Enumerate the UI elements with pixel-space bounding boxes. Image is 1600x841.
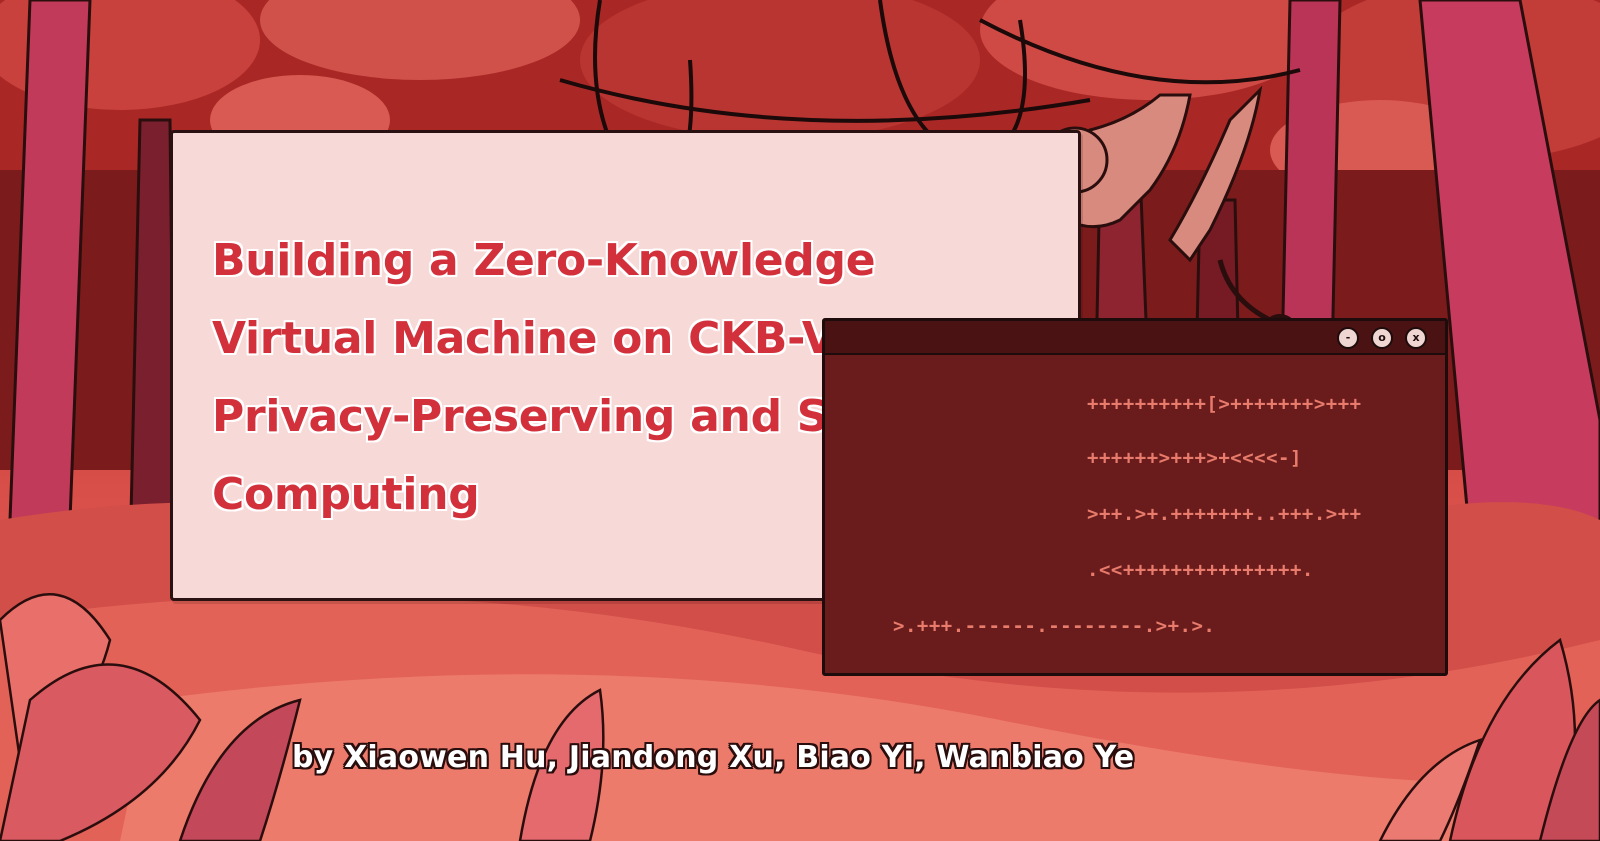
code-line: .<<+++++++++++++++. — [1087, 559, 1314, 581]
foreground-leaves — [0, 593, 1600, 841]
forest-path — [120, 674, 1600, 841]
author-byline: by Xiaowen Hu, Jiandong Xu, Biao Yi, Wan… — [292, 740, 1135, 775]
code-line: >.+++.------.--------.>+.>. — [893, 615, 1216, 637]
terminal-window: - o x ++++++++++[>+++++++>+++ ++++++>+++… — [822, 318, 1448, 676]
code-line: ++++++>+++>+<<<<-] — [1087, 447, 1302, 469]
code-line: ++++++++++[>+++++++>+++ — [1087, 393, 1362, 415]
terminal-titlebar: - o x — [825, 321, 1445, 355]
code-line: >++.>+.+++++++..+++.>++ — [1087, 503, 1362, 525]
maximize-button[interactable]: o — [1371, 327, 1393, 349]
close-button[interactable]: x — [1405, 327, 1427, 349]
minimize-button[interactable]: - — [1337, 327, 1359, 349]
